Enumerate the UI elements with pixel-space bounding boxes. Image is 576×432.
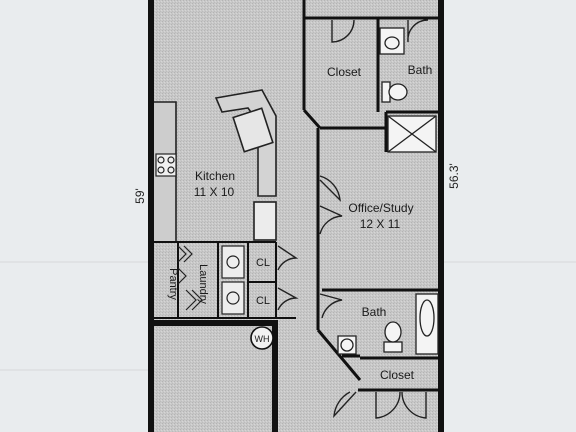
label-closet-lower: Closet <box>380 368 415 382</box>
outer-walls <box>148 0 444 432</box>
office-doors <box>319 175 343 319</box>
dimension-left: 59' <box>133 188 147 204</box>
floor-area <box>152 0 440 432</box>
label-office: Office/Study <box>348 201 413 215</box>
lower-walls <box>150 320 278 432</box>
label-office-size: 12 X 11 <box>360 217 401 231</box>
water-heater-icon <box>250 326 274 350</box>
label-cl-lower: CL <box>256 295 270 307</box>
label-kitchen-size: 11 X 10 <box>194 185 235 199</box>
label-pantry: Pantry <box>167 268 179 300</box>
label-laundry: Laundry <box>197 264 209 304</box>
label-bath-top: Bath <box>408 63 433 77</box>
top-walls <box>302 0 440 152</box>
dimension-right: 56.3' <box>447 163 461 189</box>
bifold-doors <box>177 245 203 311</box>
cl-doors <box>277 245 299 311</box>
closet-lower-doors <box>333 391 427 419</box>
bath-top-fixtures <box>379 27 437 153</box>
corridor-walls <box>316 128 440 381</box>
label-closet-top: Closet <box>327 65 362 79</box>
bath-lower-fixtures <box>337 293 439 358</box>
label-cl-upper: CL <box>256 257 270 269</box>
label-kitchen: Kitchen <box>195 169 235 183</box>
top-doors <box>331 19 429 43</box>
label-wh: WH <box>255 334 270 344</box>
washer-dryer <box>221 245 245 315</box>
utility-block <box>154 241 296 319</box>
stove-icon <box>155 153 177 177</box>
closet-lower <box>358 356 440 392</box>
label-bath-lower: Bath <box>362 305 387 319</box>
